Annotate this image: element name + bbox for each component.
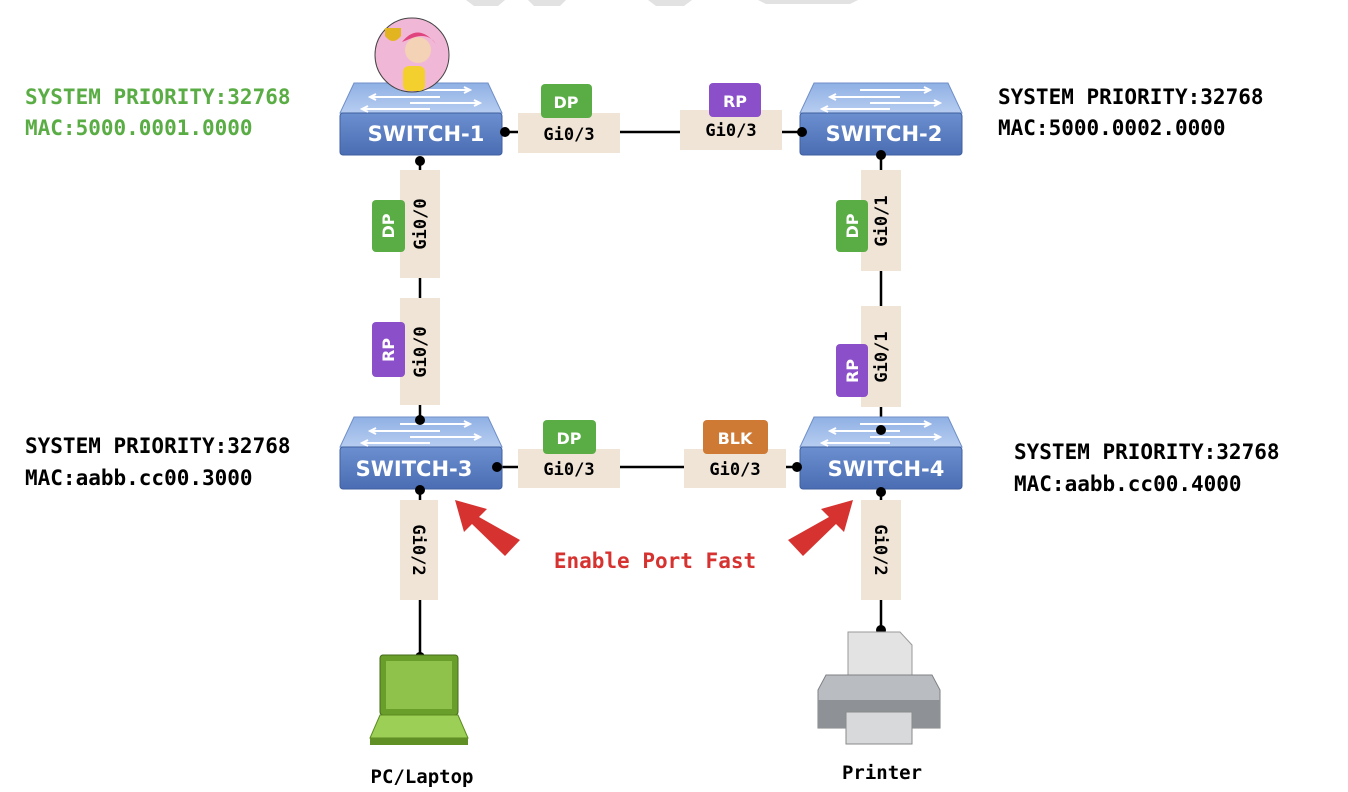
- port-s2-down: Gi0/1 DP: [836, 170, 901, 271]
- role-badge-rp: RP: [723, 92, 747, 111]
- switch-2-priority: SYSTEM PRIORITY:32768: [998, 85, 1264, 109]
- port-s4-printer: Gi0/2: [861, 500, 901, 600]
- role-badge-dp: DP: [379, 213, 398, 238]
- switch-2-mac: MAC:5000.0002.0000: [998, 116, 1226, 140]
- root-bridge-avatar-icon: [374, 17, 450, 93]
- arrow-icon: [455, 500, 853, 556]
- port-label: Gi0/1: [872, 195, 892, 246]
- port-label: Gi0/3: [543, 125, 594, 145]
- role-badge-blk: BLK: [718, 429, 753, 448]
- port-label: Gi0/3: [709, 460, 760, 480]
- port-label: Gi0/0: [411, 198, 431, 249]
- port-s2-left: Gi0/3 RP: [680, 83, 782, 150]
- printer-icon[interactable]: [817, 631, 941, 745]
- port-label: Gi0/2: [870, 524, 890, 575]
- switch-4-mac: MAC:aabb.cc00.4000: [1014, 472, 1242, 496]
- laptop-icon[interactable]: [369, 654, 469, 745]
- role-badge-dp: DP: [556, 429, 581, 448]
- port-s4-up: Gi0/1 RP: [836, 306, 901, 407]
- port-dots: [415, 127, 886, 662]
- switch-2[interactable]: SWITCH-2: [799, 82, 963, 156]
- switch-label: SWITCH-1: [368, 122, 485, 146]
- port-label: Gi0/1: [872, 331, 892, 382]
- switch-4-priority: SYSTEM PRIORITY:32768: [1014, 440, 1280, 464]
- switch-4[interactable]: SWITCH-4: [799, 416, 963, 490]
- port-s3-up: Gi0/0 RP: [372, 298, 440, 405]
- switch-3-priority: SYSTEM PRIORITY:32768: [25, 434, 291, 458]
- switch-1-priority: SYSTEM PRIORITY:32768: [25, 85, 291, 109]
- switch-label: SWITCH-2: [826, 122, 943, 146]
- switch-3-mac: MAC:aabb.cc00.3000: [25, 466, 253, 490]
- role-badge-rp: RP: [843, 359, 862, 383]
- role-badge-dp: DP: [553, 93, 578, 112]
- switch-3[interactable]: SWITCH-3: [339, 416, 503, 490]
- switch-1-mac: MAC:5000.0001.0000: [25, 116, 253, 140]
- switch-1[interactable]: SWITCH-1: [339, 82, 503, 156]
- port-label: Gi0/3: [543, 460, 594, 480]
- role-badge-dp: DP: [843, 213, 862, 238]
- decorative-shapes: [466, 0, 858, 6]
- pc-label: PC/Laptop: [371, 766, 474, 788]
- port-s1-left: Gi0/3 DP: [518, 84, 620, 153]
- port-label: Gi0/2: [408, 524, 428, 575]
- port-s4-left: Gi0/3 BLK: [684, 420, 786, 488]
- annotation-text: Enable Port Fast: [554, 549, 756, 573]
- printer-label: Printer: [842, 762, 922, 784]
- switch-label: SWITCH-3: [356, 457, 473, 481]
- role-badge-rp: RP: [379, 338, 398, 362]
- port-label: Gi0/0: [411, 326, 431, 377]
- port-s3-right: Gi0/3 DP: [518, 420, 620, 488]
- port-label: Gi0/3: [705, 121, 756, 141]
- port-s1-down: Gi0/0 DP: [372, 170, 440, 278]
- switch-label: SWITCH-4: [828, 457, 945, 481]
- links: [418, 130, 883, 657]
- port-s3-pc: Gi0/2: [400, 500, 438, 600]
